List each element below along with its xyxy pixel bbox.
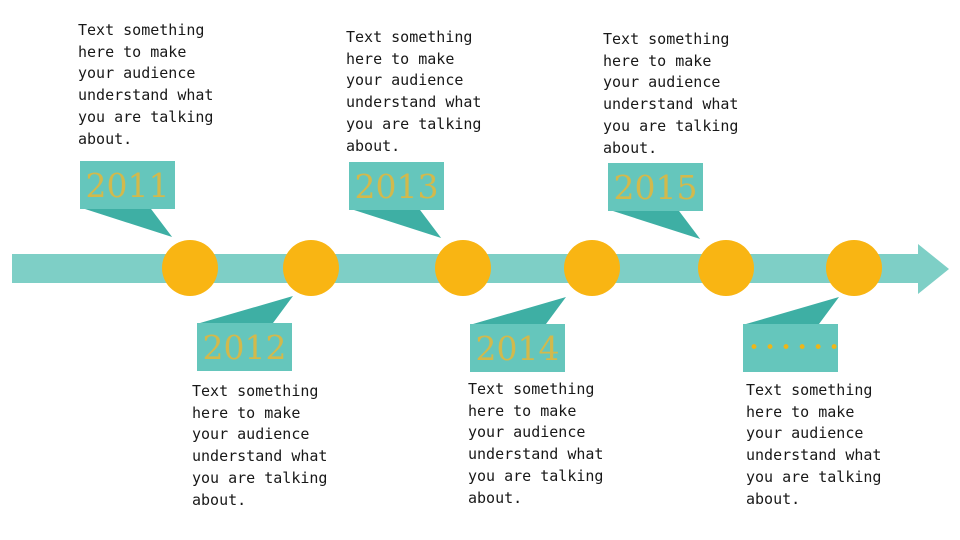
event-description-2011: Text something here to make your audienc… — [78, 21, 214, 148]
year-bubble-2011: 2011 — [80, 161, 175, 209]
timeline-node-2011 — [162, 240, 218, 296]
bubble-tail-2015-icon — [609, 210, 701, 239]
year-bubble-2014: 2014 — [470, 324, 565, 372]
timeline-node-more — [826, 240, 882, 296]
event-description-2012: Text something here to make your audienc… — [192, 382, 328, 509]
timeline-node-2013 — [435, 240, 491, 296]
bubble-tail-2011-icon — [81, 208, 173, 237]
year-bubble-2015: 2015 — [608, 163, 703, 211]
year-bubble-2012: 2012 — [197, 323, 292, 371]
bubble-tail-2014-icon — [473, 297, 566, 324]
year-bubble-more-dots: •••••• — [743, 324, 839, 372]
event-description-2014: Text something here to make your audienc… — [468, 380, 604, 507]
bubble-tail-2012-icon — [200, 296, 293, 323]
event-description-2015: Text something here to make your audienc… — [603, 30, 739, 157]
timeline-node-2015 — [698, 240, 754, 296]
timeline-node-2012 — [283, 240, 339, 296]
timeline-arrowhead-icon — [918, 244, 949, 294]
event-description-2013: Text something here to make your audienc… — [346, 28, 482, 155]
bubble-tail-2013-icon — [350, 209, 442, 238]
timeline-node-2014 — [564, 240, 620, 296]
event-description-more: Text something here to make your audienc… — [746, 381, 882, 508]
year-bubble-2013: 2013 — [349, 162, 444, 210]
bubble-tail-more-icon — [746, 297, 839, 324]
